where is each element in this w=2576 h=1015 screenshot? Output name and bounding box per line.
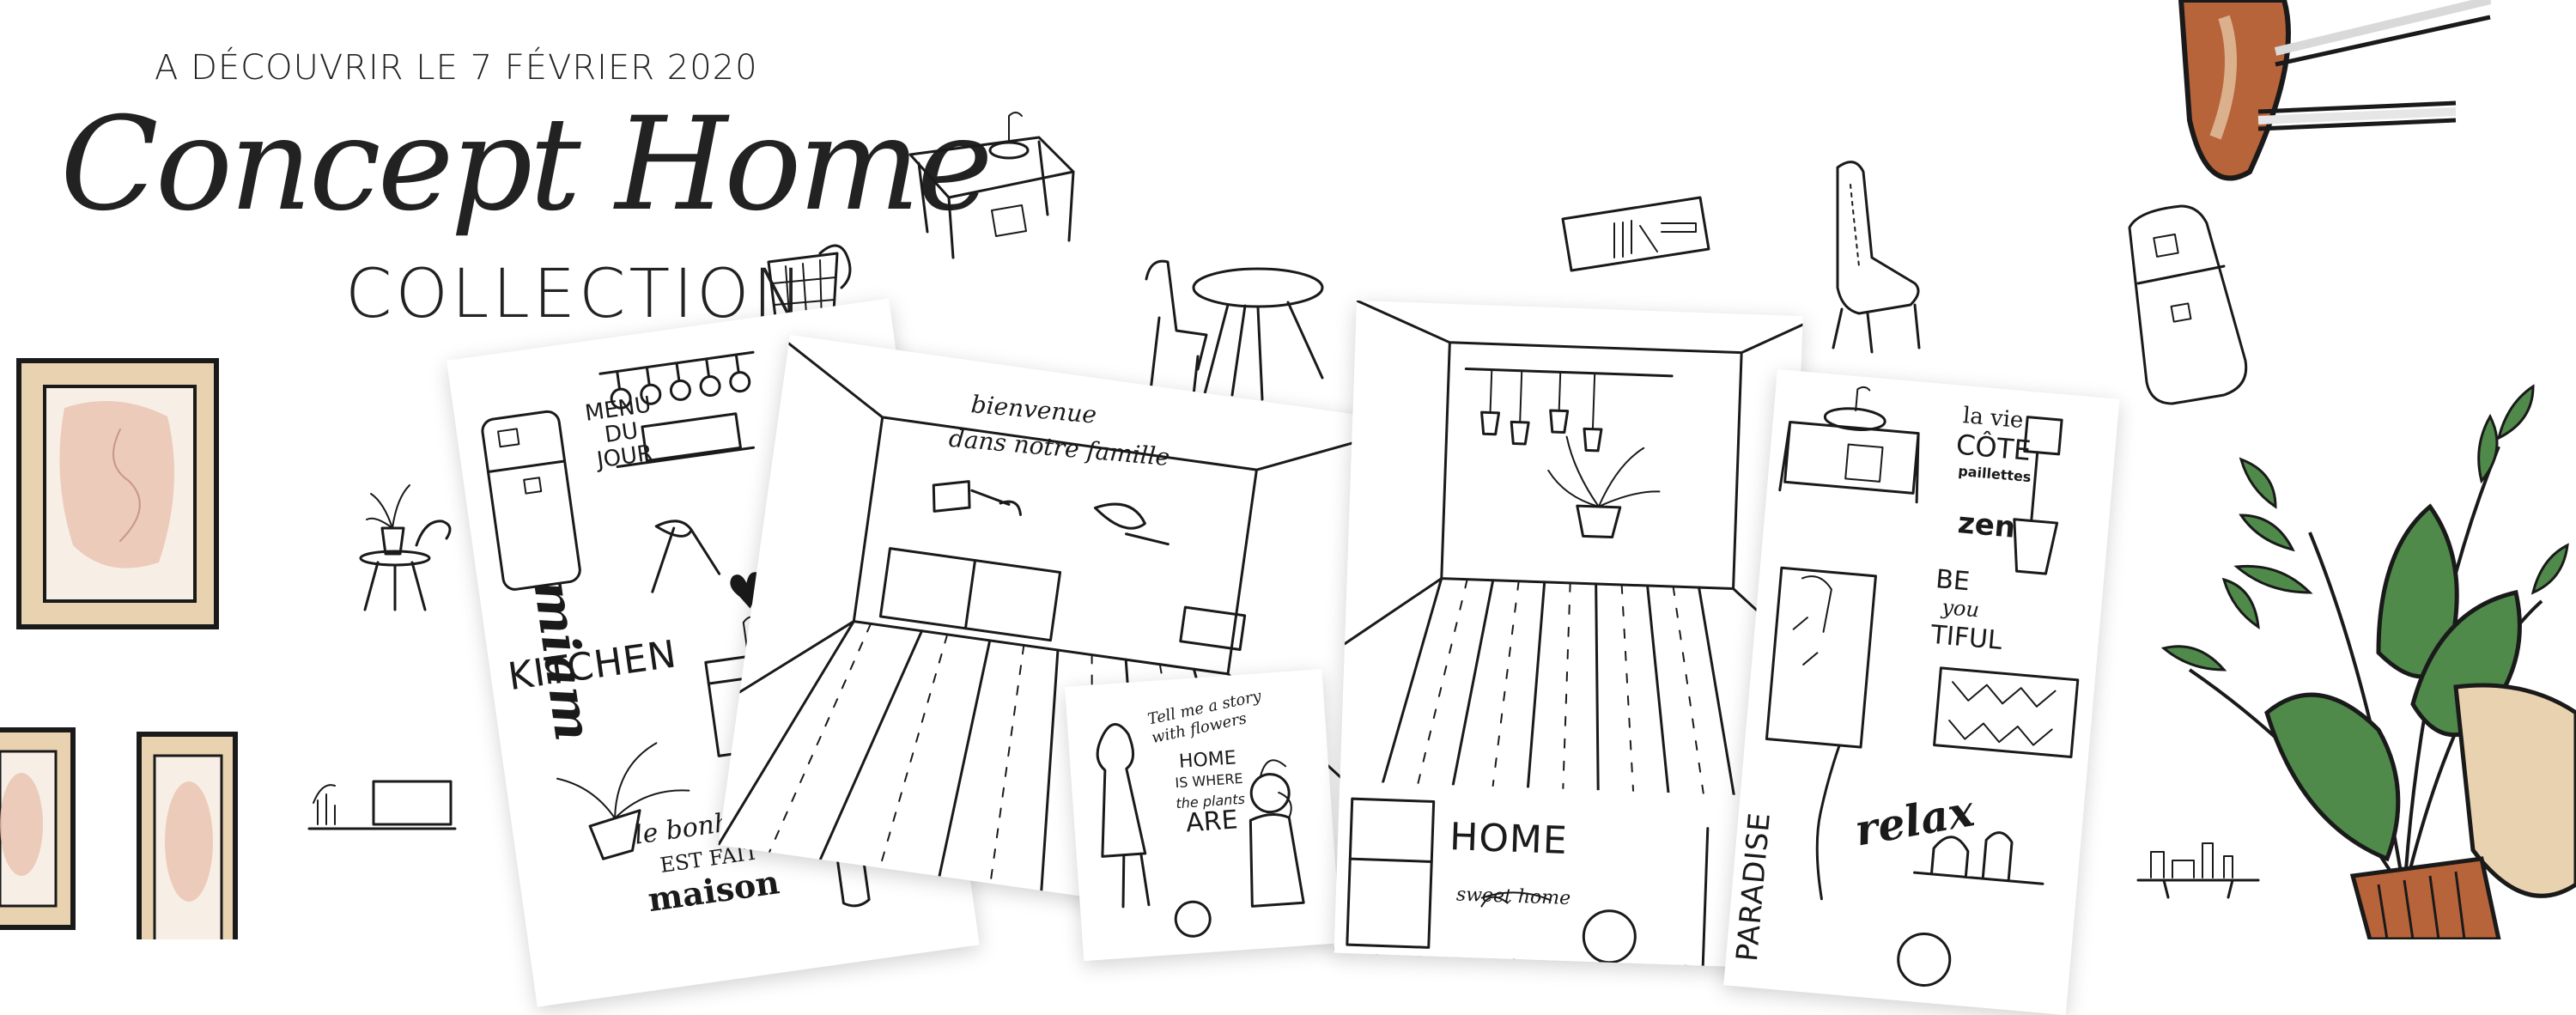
armchair-illustration — [1832, 161, 1921, 354]
stool-illustration — [2178, 0, 2492, 181]
bathroom-vanity-illustration — [908, 112, 1075, 259]
side-table-plant-illustration — [359, 484, 452, 611]
sweet-home-label: sweet home — [1455, 884, 1571, 910]
zen-label: zen — [1956, 506, 2017, 545]
floating-shelf-books-illustration — [1561, 196, 1710, 272]
cote-label: CÔTE — [1954, 428, 2032, 468]
be-label: BE — [1934, 564, 1971, 598]
framed-picture-illustration — [16, 358, 219, 629]
home-label: HOME — [1449, 815, 1569, 863]
page-subtitle: COLLECTION — [345, 256, 806, 333]
sticker-sheet-living: HOME sweet home — [1334, 301, 1803, 969]
dining-table-chair-illustration — [1145, 259, 1324, 405]
home-is-where-label: HOME IS WHERE the plants ARE — [1174, 747, 1246, 839]
potted-plant-illustration — [2160, 384, 2576, 939]
page-title: Concept Home — [60, 90, 993, 240]
sticker-sheet-bathroom: la vie CÔTE paillettes zen BE you TIFUL … — [1723, 369, 2120, 1015]
fridge-illustration-right — [2128, 204, 2248, 405]
tiful-label: TIFUL — [1929, 619, 2004, 656]
bathroom-shelf-illustration — [2136, 842, 2260, 899]
you-label: you — [1941, 594, 1981, 623]
release-date: A DÉCOUVRIR LE 7 FÉVRIER 2020 — [155, 48, 758, 88]
mirror-illustration-right — [137, 732, 238, 939]
wall-shelf-illustration — [307, 780, 457, 830]
mirror-illustration-left — [0, 727, 76, 930]
